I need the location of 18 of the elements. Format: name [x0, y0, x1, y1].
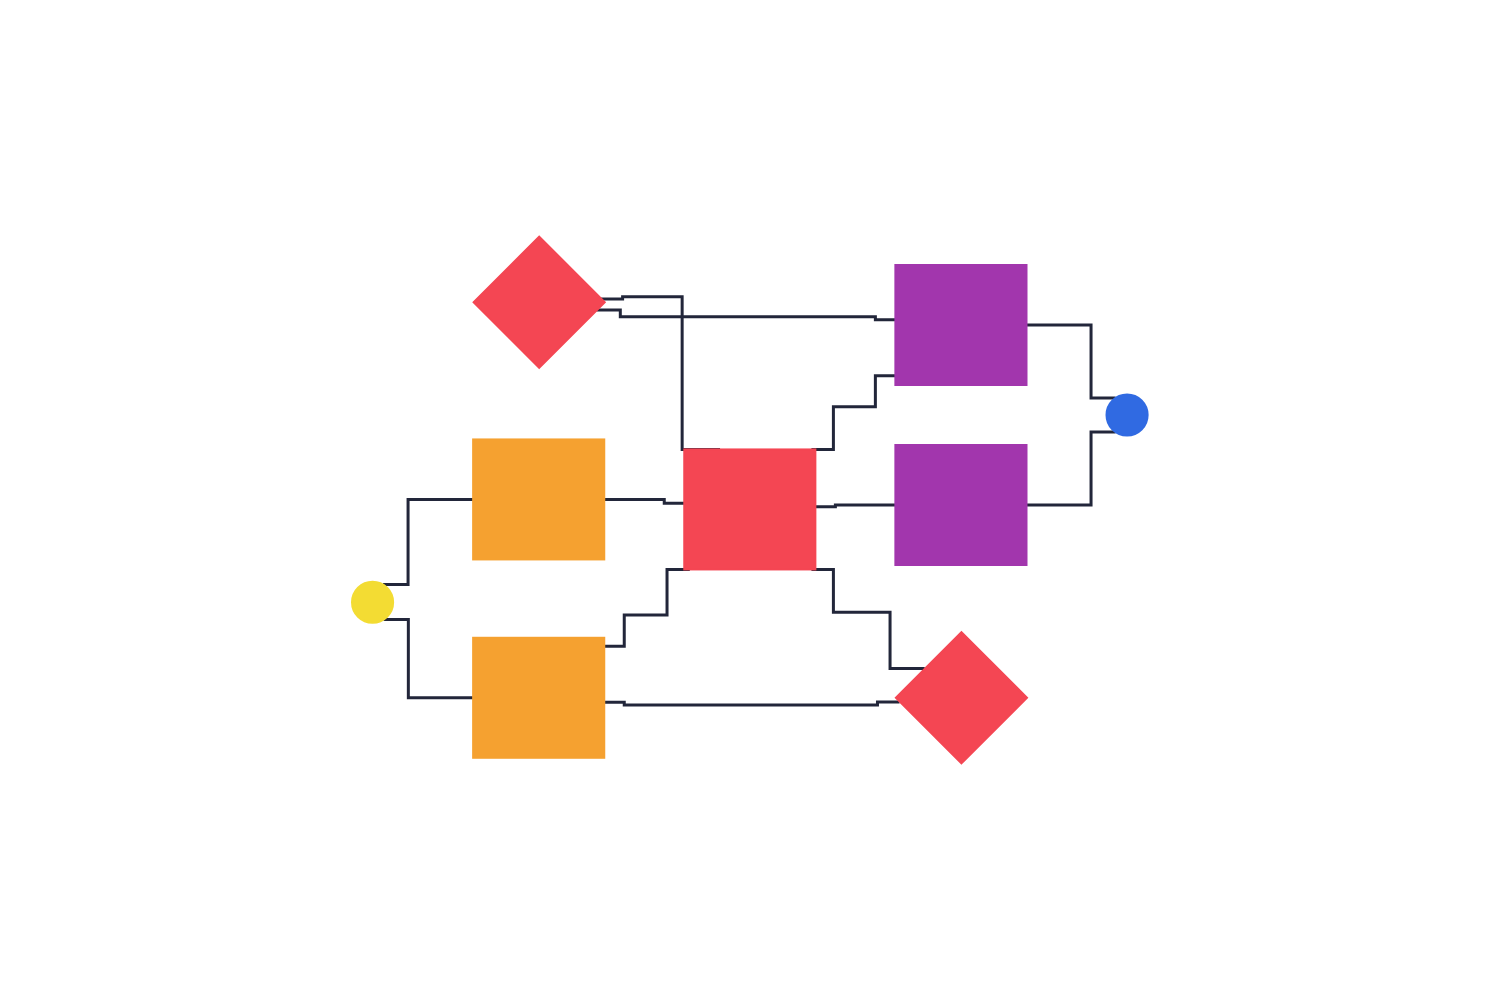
connector [811, 567, 925, 670]
node-box [894, 264, 1028, 386]
connector [1026, 323, 1116, 400]
node-box [472, 438, 606, 561]
connector [604, 700, 900, 707]
node-box [894, 444, 1028, 566]
connector [383, 618, 474, 700]
connector [815, 503, 896, 509]
node-box [472, 636, 606, 759]
node-circle [351, 580, 395, 624]
node-box [683, 448, 817, 571]
node-diamond [894, 630, 1029, 765]
node-circle [1105, 393, 1149, 437]
connector [383, 497, 474, 586]
connector [604, 497, 685, 505]
connector [1026, 430, 1116, 507]
node-diamond [472, 235, 607, 370]
connector [596, 308, 896, 322]
